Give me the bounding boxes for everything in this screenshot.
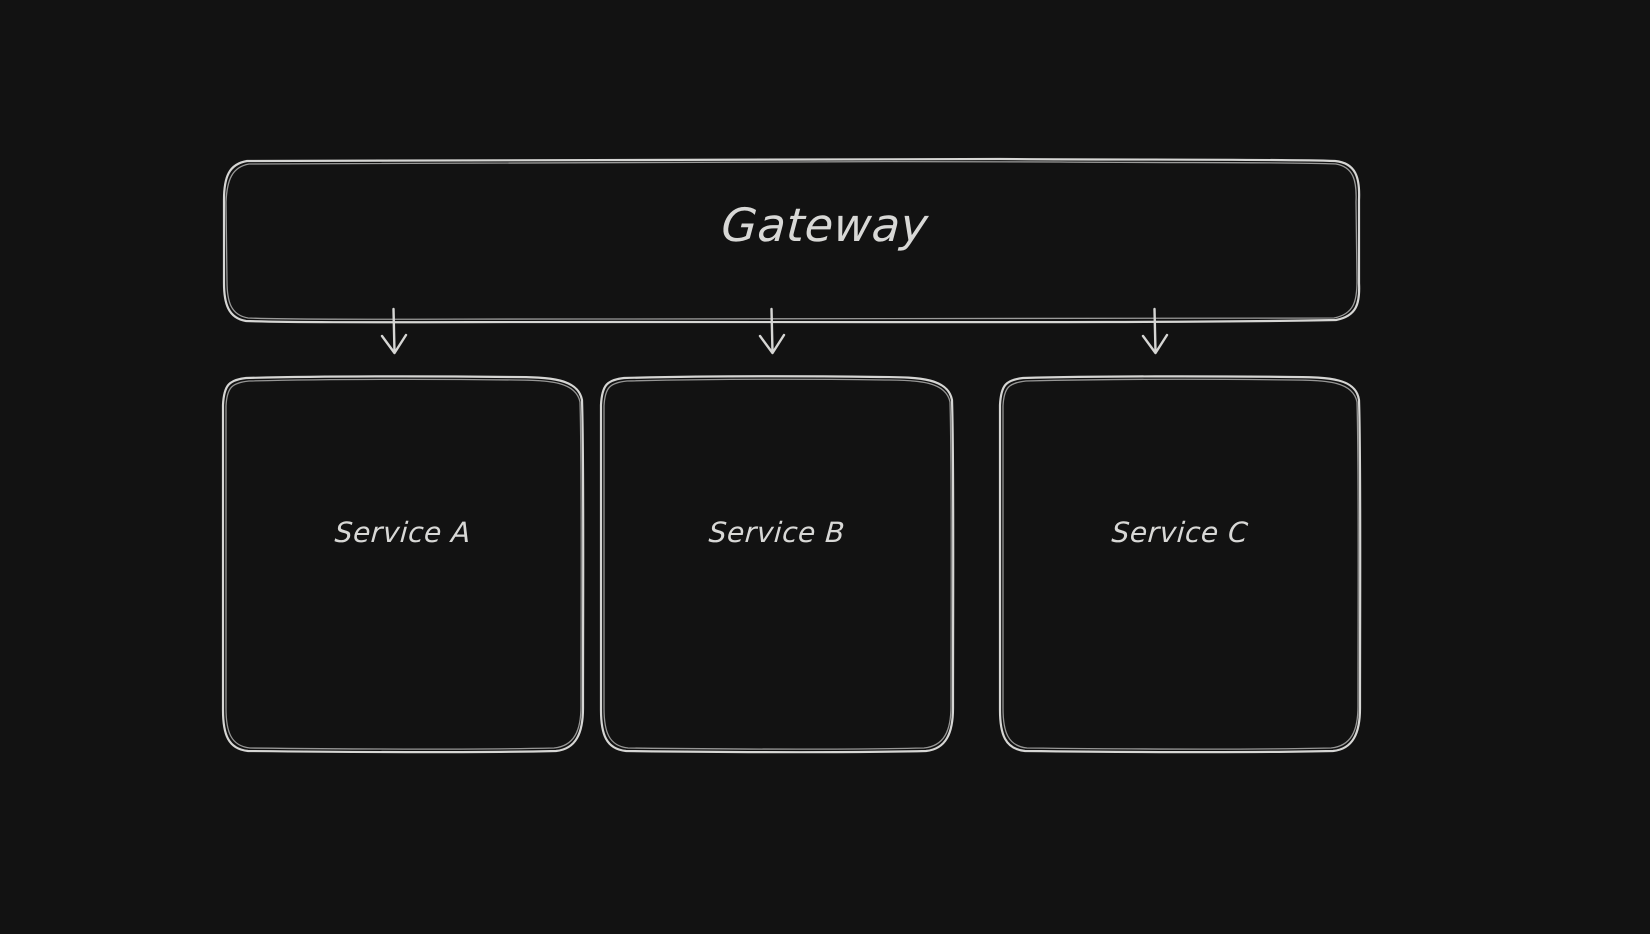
node-service-a-shape[interactable] bbox=[221, 375, 585, 754]
node-service-b-label: Service B bbox=[707, 516, 847, 549]
node-service-c-label: Service C bbox=[1110, 516, 1250, 549]
node-gateway-shape[interactable] bbox=[222, 157, 1361, 324]
edge-gateway-service-a[interactable] bbox=[380, 307, 408, 355]
edge-gateway-service-c[interactable] bbox=[1141, 307, 1169, 355]
node-service-b-shape[interactable] bbox=[599, 375, 955, 754]
node-gateway-label: Gateway bbox=[719, 198, 931, 252]
node-service-c-shape[interactable] bbox=[998, 375, 1362, 754]
edge-gateway-service-b[interactable] bbox=[758, 307, 786, 355]
node-service-a-label: Service A bbox=[333, 516, 473, 549]
